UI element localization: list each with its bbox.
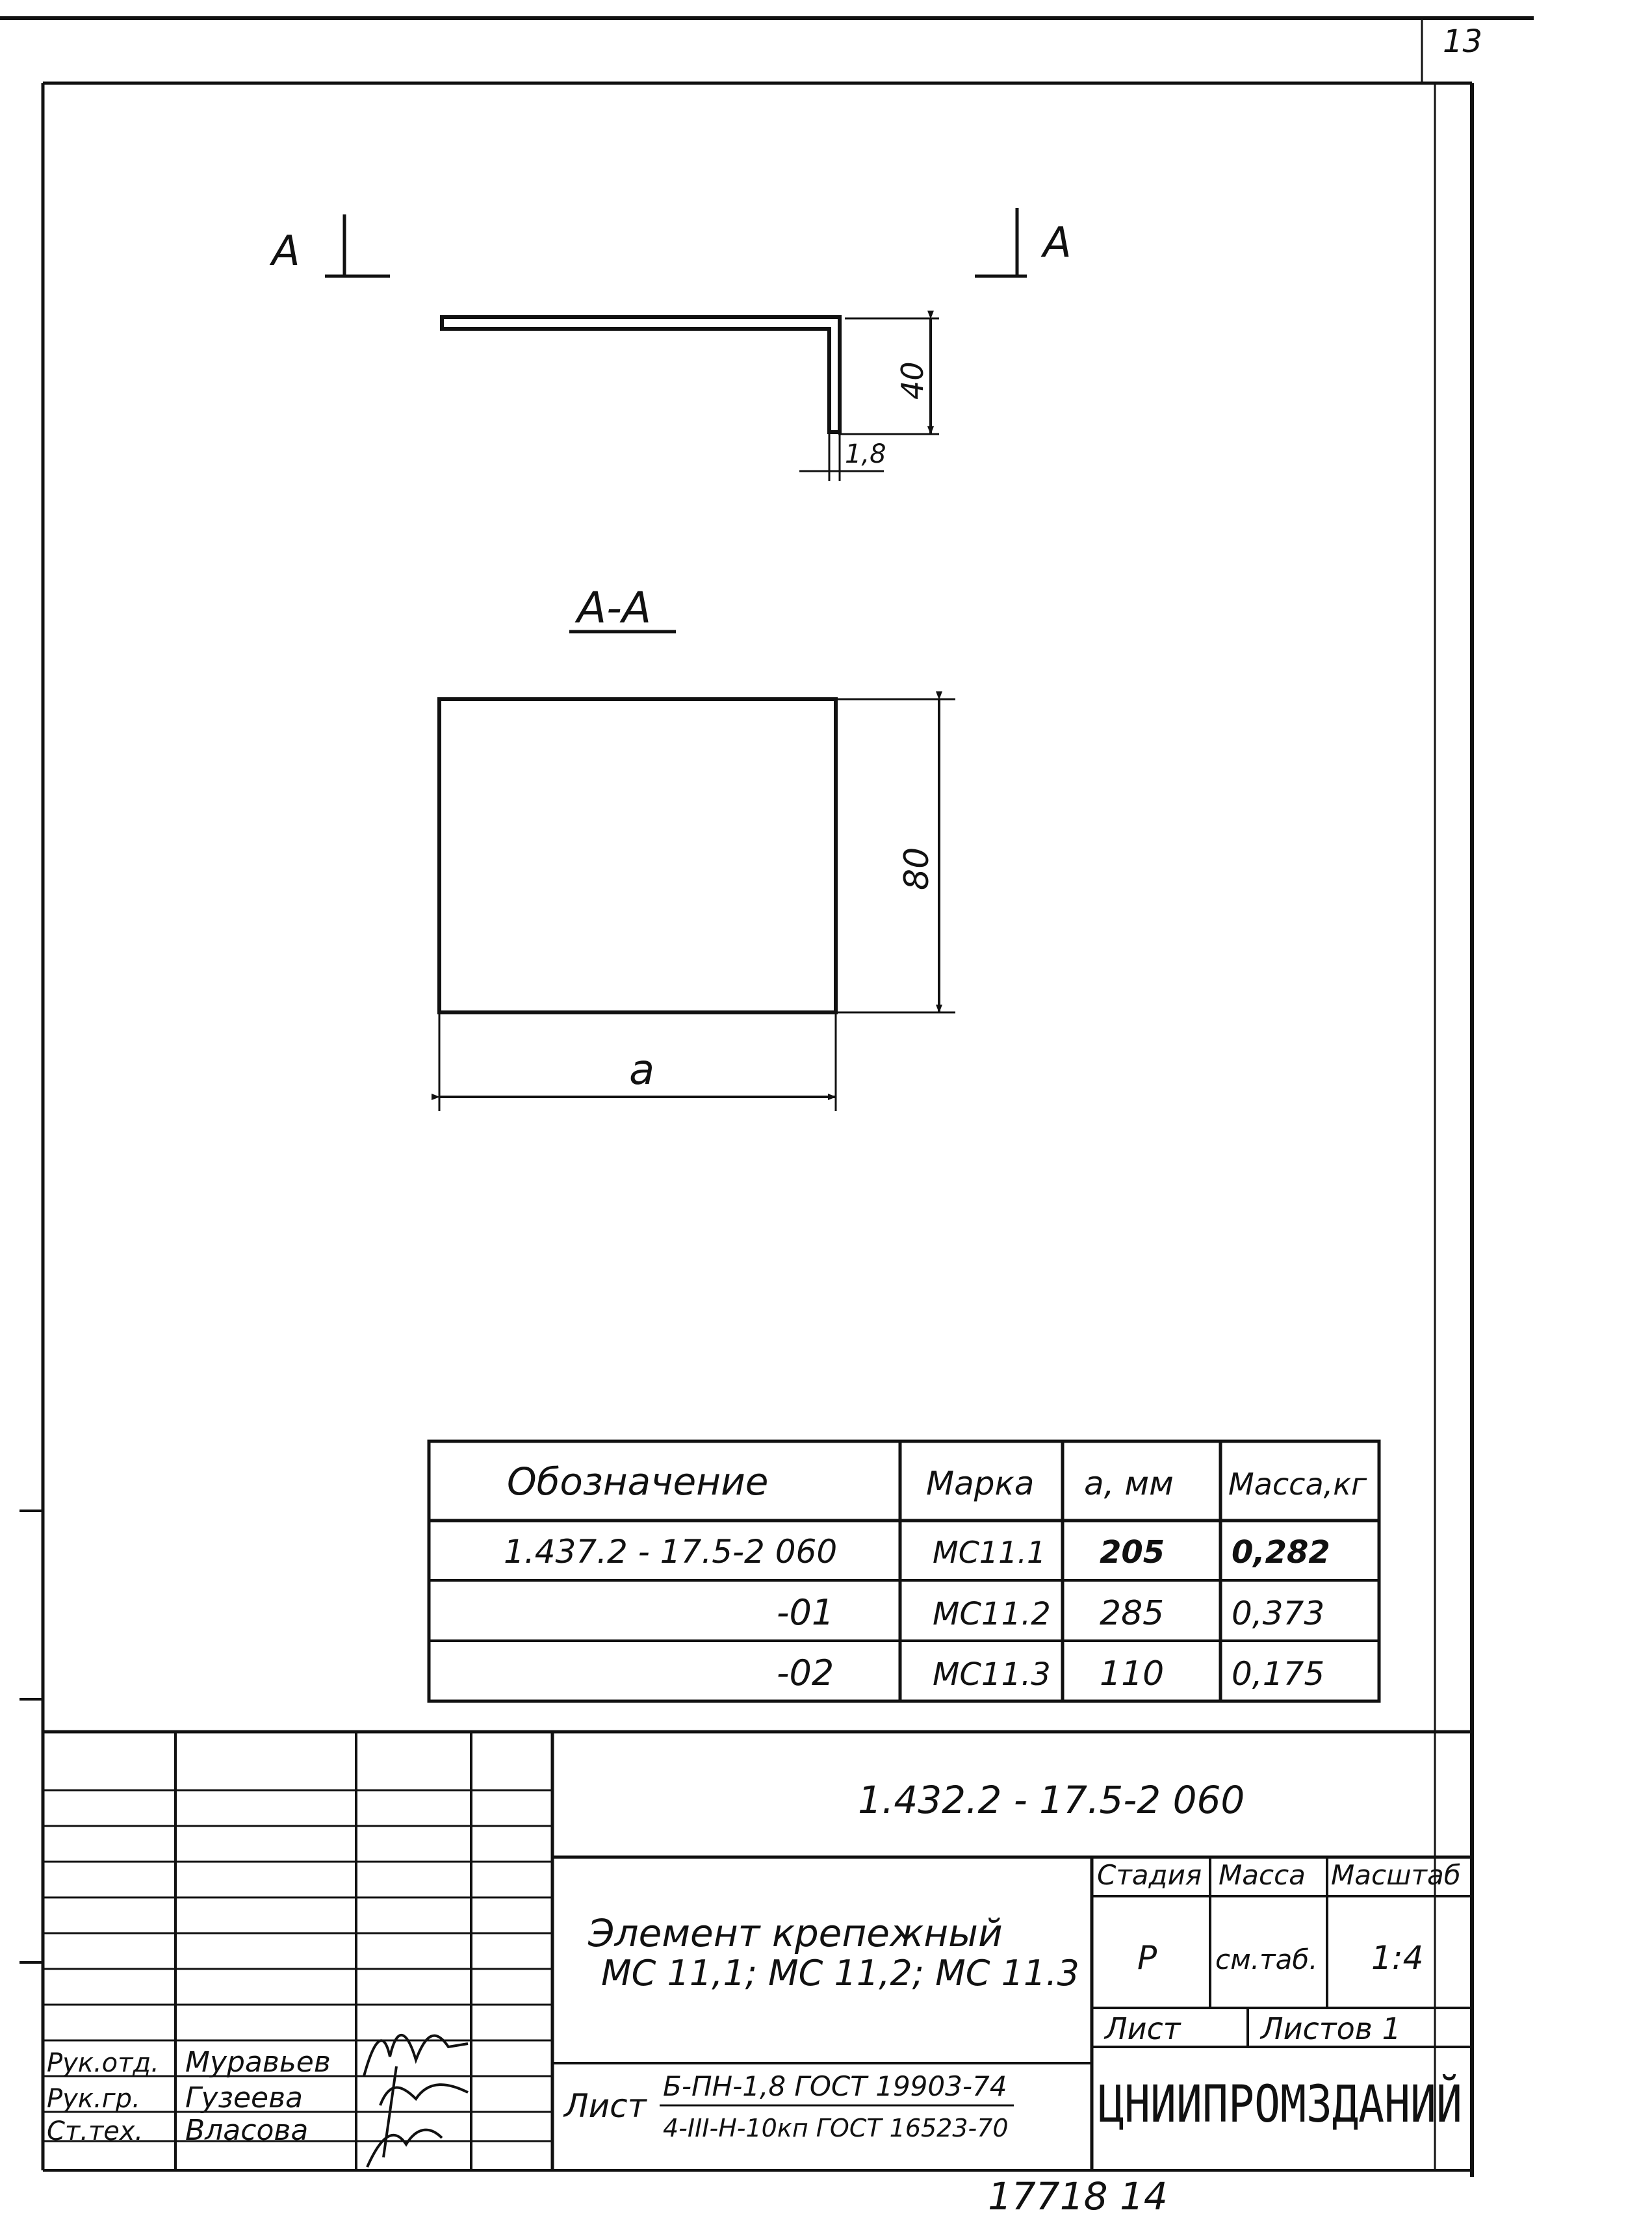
stage-value: Р <box>1137 1939 1157 1977</box>
material-prefix: Лист <box>563 2087 648 2125</box>
svg-text:А: А <box>269 227 300 276</box>
col-header-mass: Масса,кг <box>1228 1467 1367 1502</box>
table-row-designation: 1.437.2 - 17.5-2 060 <box>504 1533 837 1571</box>
scale-value: 1:4 <box>1371 1939 1423 1977</box>
side-view-profile <box>440 311 939 481</box>
material-line2: 4-III-Н-10кп ГОСТ 16523-70 <box>663 2114 1009 2142</box>
col-header-a: a, мм <box>1084 1465 1174 1502</box>
sheet-frame <box>0 16 1534 2177</box>
staff-name: Муравьев <box>185 2046 331 2079</box>
table-row-mark: МС11.2 <box>933 1596 1051 1632</box>
stage-label: Стадия <box>1097 1859 1202 1891</box>
dim-width-a: a <box>629 1046 654 1094</box>
bottom-stamp: 17718 14 <box>988 2174 1168 2218</box>
staff-name: Гузеева <box>185 2081 303 2114</box>
title-block <box>43 1730 1472 2170</box>
table-row-mark: МС11.3 <box>933 1656 1051 1693</box>
corner-sheet-number: 13 <box>1443 23 1482 60</box>
col-header-designation: Обозначение <box>507 1459 768 1504</box>
table-row-mass: 0,373 <box>1232 1595 1324 1632</box>
document-code: 1.432.2 - 17.5-2 060 <box>858 1778 1245 1822</box>
sheet-label: Лист <box>1103 2011 1181 2046</box>
col-header-mark: Марка <box>926 1465 1034 1502</box>
staff-role: Ст.тех. <box>47 2116 143 2146</box>
table-row-mass: 0,175 <box>1232 1655 1324 1693</box>
organization-name: ЦНИИПРОМЗДАНИЙ <box>1098 2074 1462 2134</box>
section-title: А-А <box>574 583 651 633</box>
section-mark-left: А <box>269 214 390 278</box>
material-line1: Б-ПН-1,8 ГОСТ 19903-74 <box>663 2070 1007 2102</box>
dim-height-side: 40 <box>895 361 930 400</box>
table-row-a: 285 <box>1100 1594 1164 1633</box>
staff-name: Власова <box>185 2114 308 2147</box>
dim-height-section: 80 <box>897 847 936 890</box>
mass-value: см.таб. <box>1215 1944 1318 1975</box>
svg-text:А: А <box>1040 219 1072 267</box>
table-row-a: 205 <box>1100 1534 1165 1571</box>
scale-label: Масштаб <box>1331 1859 1461 1891</box>
table-row-designation: -02 <box>777 1652 834 1693</box>
spec-table <box>427 1439 1381 1703</box>
table-row-designation: -01 <box>777 1592 834 1633</box>
mass-label: Масса <box>1219 1859 1306 1891</box>
staff-role: Рук.гр. <box>47 2084 140 2114</box>
product-name-line1: Элемент крепежный <box>587 1911 1003 1955</box>
product-name-line2: МС 11,1; МС 11,2; МС 11.3 <box>601 1953 1079 1994</box>
table-row-mass: 0,282 <box>1232 1534 1330 1571</box>
section-mark-right: А <box>975 208 1072 278</box>
dim-thickness: 1,8 <box>845 439 886 469</box>
table-row-mark: МС11.1 <box>933 1535 1046 1570</box>
table-row-a: 110 <box>1100 1654 1164 1693</box>
staff-role: Рук.отд. <box>47 2048 159 2078</box>
signatures <box>363 2034 469 2168</box>
sheets-label: Листов 1 <box>1259 2011 1401 2046</box>
section-view-rect <box>432 691 955 1111</box>
